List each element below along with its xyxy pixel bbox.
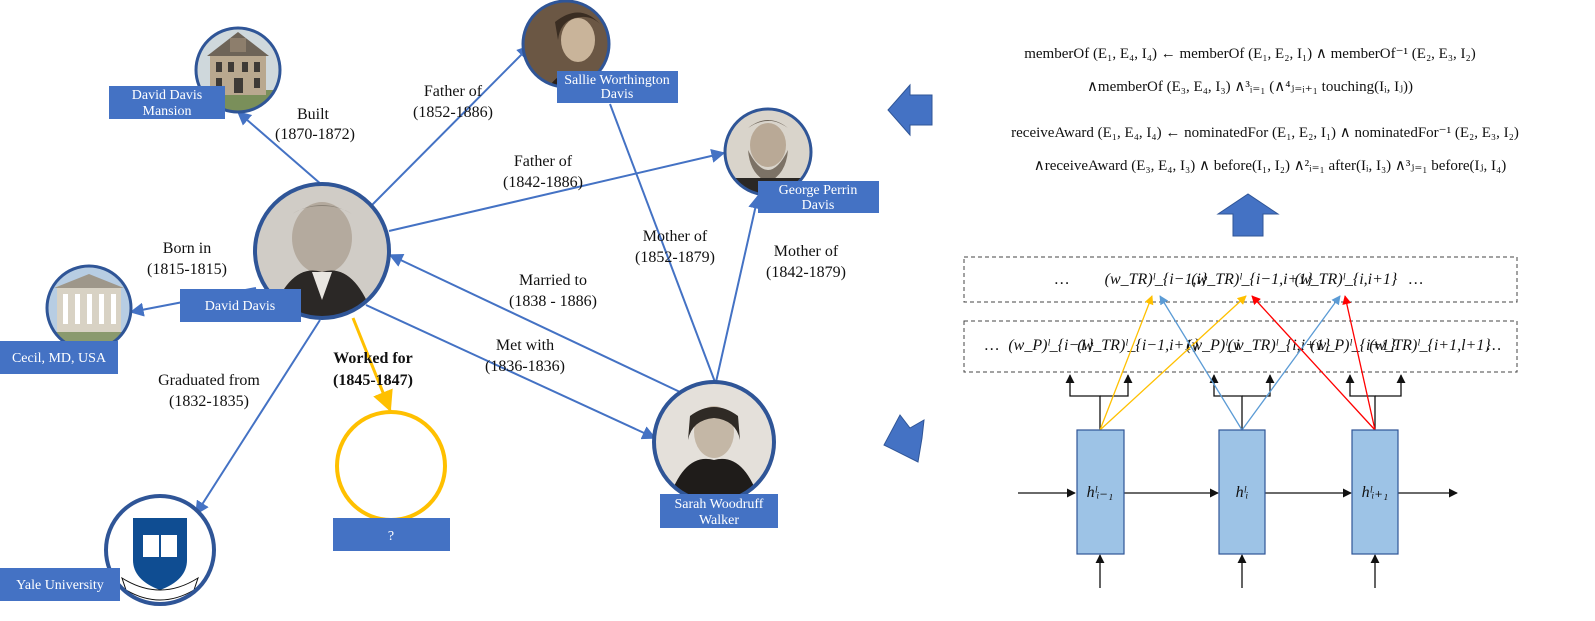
arrow-down-left-icon — [883, 414, 925, 463]
yale-label: Yale University — [16, 578, 104, 593]
sallie-label-line1: Sallie Worthington — [564, 73, 670, 88]
top-ellipsis-left: … — [1055, 271, 1069, 288]
cell-h-curr — [1218, 429, 1266, 555]
father2-relation: Father of — [514, 153, 573, 170]
node-sarah: Sarah Woodruff Walker — [652, 380, 778, 528]
conn-blue-2 — [1241, 295, 1341, 431]
sarah-label-line2: Walker — [699, 513, 739, 528]
cell-h-next-label: hˡᵢ₊₁ — [1362, 484, 1389, 501]
top-w-tr-3: (w_TR)ˡ_{i,i+1} — [1295, 271, 1398, 288]
bottom-ellipsis-right: … — [1487, 337, 1501, 354]
node-unknown: ? — [333, 410, 450, 551]
met-time: (1836-1836) — [485, 358, 565, 375]
weights-box-top — [963, 256, 1518, 303]
bottom-w-p-1: (w_P)ˡ_{i−1} — [1008, 337, 1094, 354]
yale-label-box — [0, 568, 120, 601]
graph-edges — [129, 45, 763, 516]
bottom-ellipsis-left: … — [985, 337, 999, 354]
cell-h-prev-label: hˡᵢ₋₁ — [1087, 484, 1114, 501]
father2-time: (1842-1886) — [503, 174, 583, 191]
married-time: (1838 - 1886) — [509, 293, 597, 310]
sarah-label-line1: Sarah Woodruff — [675, 497, 764, 512]
network-diagram: … (w_TR)ˡ_{i−1,i} (w_TR)ˡ_{i−1,i+1} (w_T… — [963, 256, 1518, 588]
mother2-time: (1842-1879) — [766, 264, 846, 281]
arrow-up-icon — [1216, 193, 1280, 237]
mother2-relation: Mother of — [774, 243, 839, 260]
edge-married-to — [388, 254, 681, 393]
edge-father-of-sallie — [371, 45, 531, 206]
george-label-box — [758, 181, 879, 213]
node-sallie: Sallie Worthington Davis — [521, 0, 678, 103]
mansion-label-line2: Mansion — [143, 104, 192, 119]
fork-connectors — [1065, 374, 1406, 430]
bottom-w-tr-1: (w_TR)ˡ_{i−1,i+1} — [1077, 337, 1199, 354]
cecil-label: Cecil, MD, USA — [12, 351, 107, 366]
mother1-time: (1852-1879) — [635, 249, 715, 266]
formula-block: memberOf (E₁, E₄, I₄) ← memberOf (E₁, E₂… — [1011, 46, 1519, 174]
conn-red-1 — [1251, 295, 1376, 431]
cell-h-curr-label: hˡᵢ — [1236, 484, 1249, 501]
david-label-box — [180, 289, 301, 322]
worked-time: (1845-1847) — [333, 372, 413, 389]
cecil-label-box — [0, 341, 118, 374]
george-label-line2: Davis — [802, 198, 835, 213]
arrow-left-icon — [887, 83, 933, 137]
top-ellipsis-right: … — [1409, 271, 1423, 288]
conn-red-2 — [1342, 295, 1376, 431]
cell-h-next — [1351, 429, 1399, 555]
sarah-label-box — [660, 494, 778, 528]
sallie-label-box — [557, 71, 678, 103]
edge-graduated-from — [195, 319, 321, 516]
edge-built — [236, 111, 323, 186]
built-time: (1870-1872) — [275, 126, 355, 143]
edge-father-of-george — [388, 149, 726, 232]
conn-blue-1 — [1159, 295, 1243, 431]
father1-time: (1852-1886) — [413, 104, 493, 121]
bottom-w-tr-3: (w_TR)ˡ_{i+1,l+1} — [1369, 337, 1491, 354]
married-relation: Married to — [519, 272, 587, 289]
father1-relation: Father of — [424, 83, 483, 100]
edge-mother-of-sallie — [609, 103, 716, 383]
bottom-w-p-3: (w_P)ˡ_{i+1} — [1310, 337, 1396, 354]
top-w-tr-2: (w_TR)ˡ_{i−1,i+1} — [1191, 271, 1313, 288]
edge-mother-of-george — [715, 194, 763, 383]
grad-time: (1832-1835) — [169, 393, 249, 410]
conn-yellow-2 — [1099, 295, 1247, 431]
david-label: David Davis — [205, 299, 275, 314]
sarah-photo — [654, 382, 774, 502]
george-label-line1: George Perrin — [779, 183, 858, 198]
rule1-line1: memberOf (E₁, E₄, I₄) ← memberOf (E₁, E₂… — [1024, 46, 1476, 62]
mother1-relation: Mother of — [643, 228, 708, 245]
built-relation: Built — [297, 106, 330, 123]
rule2-line1: receiveAward (E₁, E₄, I₄) ← nominatedFor… — [1011, 125, 1519, 141]
met-relation: Met with — [496, 337, 554, 354]
rule2-line2: ∧receiveAward (E₃, E₄, I₃) ∧ before(I₁, … — [1034, 158, 1506, 174]
rule1-line2: ∧memberOf (E₃, E₄, I₃) ∧³ᵢ₌₁ (∧⁴ⱼ₌ᵢ₊₁ to… — [1087, 79, 1413, 95]
node-david: David Davis — [180, 182, 391, 322]
unknown-label: ? — [388, 529, 394, 544]
top-w-tr-1: (w_TR)ˡ_{i−1,i} — [1105, 271, 1208, 288]
mansion-label-box — [109, 86, 225, 119]
edge-met-with — [365, 304, 657, 440]
cell-h-prev — [1076, 429, 1125, 555]
unknown-label-box — [333, 518, 450, 551]
sallie-label-line2: Davis — [601, 87, 634, 102]
node-yale: Yale University — [0, 494, 216, 606]
bottom-w-tr-2: (w_TR)ˡ_{i,i+1} — [1228, 337, 1331, 354]
born-relation: Born in — [163, 240, 211, 257]
edge-worked-for — [351, 317, 393, 412]
bottom-w-p-2: (w_P)ˡ_i — [1186, 337, 1240, 354]
yale-shield-icon — [121, 518, 199, 601]
mansion-label-line1: David Davis — [132, 88, 202, 103]
node-cecil: Cecil, MD, USA — [0, 264, 133, 374]
conn-yellow-1 — [1099, 295, 1154, 431]
node-mansion: David Davis Mansion — [109, 26, 282, 119]
node-george: George Perrin Davis — [723, 107, 879, 213]
edge-labels: Built (1870-1872) Father of (1852-1886) … — [147, 83, 846, 410]
worked-relation: Worked for — [333, 350, 413, 367]
grad-relation: Graduated from — [158, 372, 260, 389]
weights-box-bottom — [963, 320, 1518, 373]
born-time: (1815-1815) — [147, 261, 227, 278]
